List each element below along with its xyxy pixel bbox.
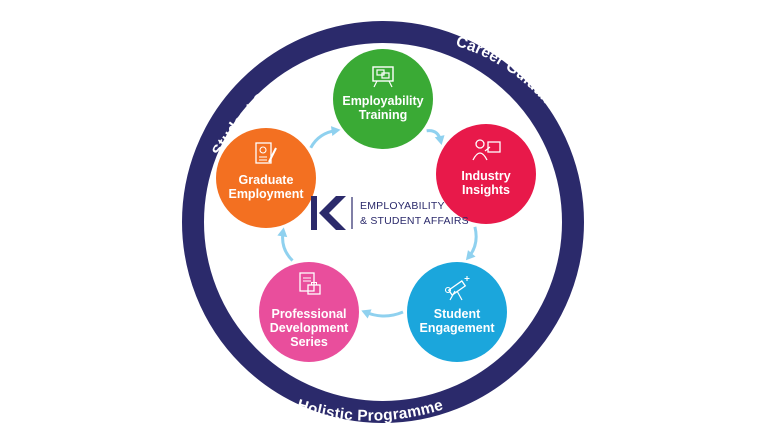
briefcase-document-icon bbox=[299, 272, 321, 295]
node-label-line: Professional bbox=[271, 307, 346, 321]
k-logo-icon bbox=[319, 196, 346, 230]
node-circle bbox=[216, 128, 316, 228]
node-label-line: Student bbox=[434, 307, 481, 321]
node-label-line: Insights bbox=[462, 183, 510, 197]
node-circle bbox=[436, 124, 536, 224]
node-label-line: Industry bbox=[461, 169, 510, 183]
node-circle bbox=[407, 262, 507, 362]
arrowhead-icon bbox=[434, 135, 445, 145]
presenter-icon bbox=[472, 139, 501, 161]
logo-line-1: EMPLOYABILITY bbox=[360, 200, 445, 212]
cycle-arrows bbox=[277, 126, 478, 319]
logo-line-2: & STUDENT AFFAIRS bbox=[360, 215, 469, 227]
arrowhead-icon bbox=[330, 126, 341, 136]
node-label-line: Series bbox=[290, 335, 328, 349]
cycle-arrow bbox=[364, 310, 404, 318]
cycle-nodes: EmployabilityTrainingIndustryInsightsStu… bbox=[216, 49, 536, 362]
node-label-line: Development bbox=[270, 321, 349, 335]
arrowhead-icon bbox=[465, 250, 476, 261]
node-label-line: Employment bbox=[228, 187, 304, 201]
node-label-line: Graduate bbox=[239, 173, 294, 187]
telescope-icon bbox=[444, 276, 470, 301]
node-label-line: Engagement bbox=[419, 321, 495, 335]
node-label-line: Training bbox=[359, 108, 408, 122]
node-label-line: Employability bbox=[342, 94, 423, 108]
node-circle bbox=[259, 262, 359, 362]
arrowhead-icon bbox=[277, 227, 288, 238]
center-logo: EMPLOYABILITY & STUDENT AFFAIRS bbox=[311, 196, 469, 230]
arrowhead-icon bbox=[361, 309, 372, 319]
certificate-pen-icon bbox=[255, 142, 277, 164]
outer-ring bbox=[182, 21, 584, 423]
node-circle bbox=[333, 49, 433, 149]
presentation-board-icon bbox=[372, 66, 394, 88]
